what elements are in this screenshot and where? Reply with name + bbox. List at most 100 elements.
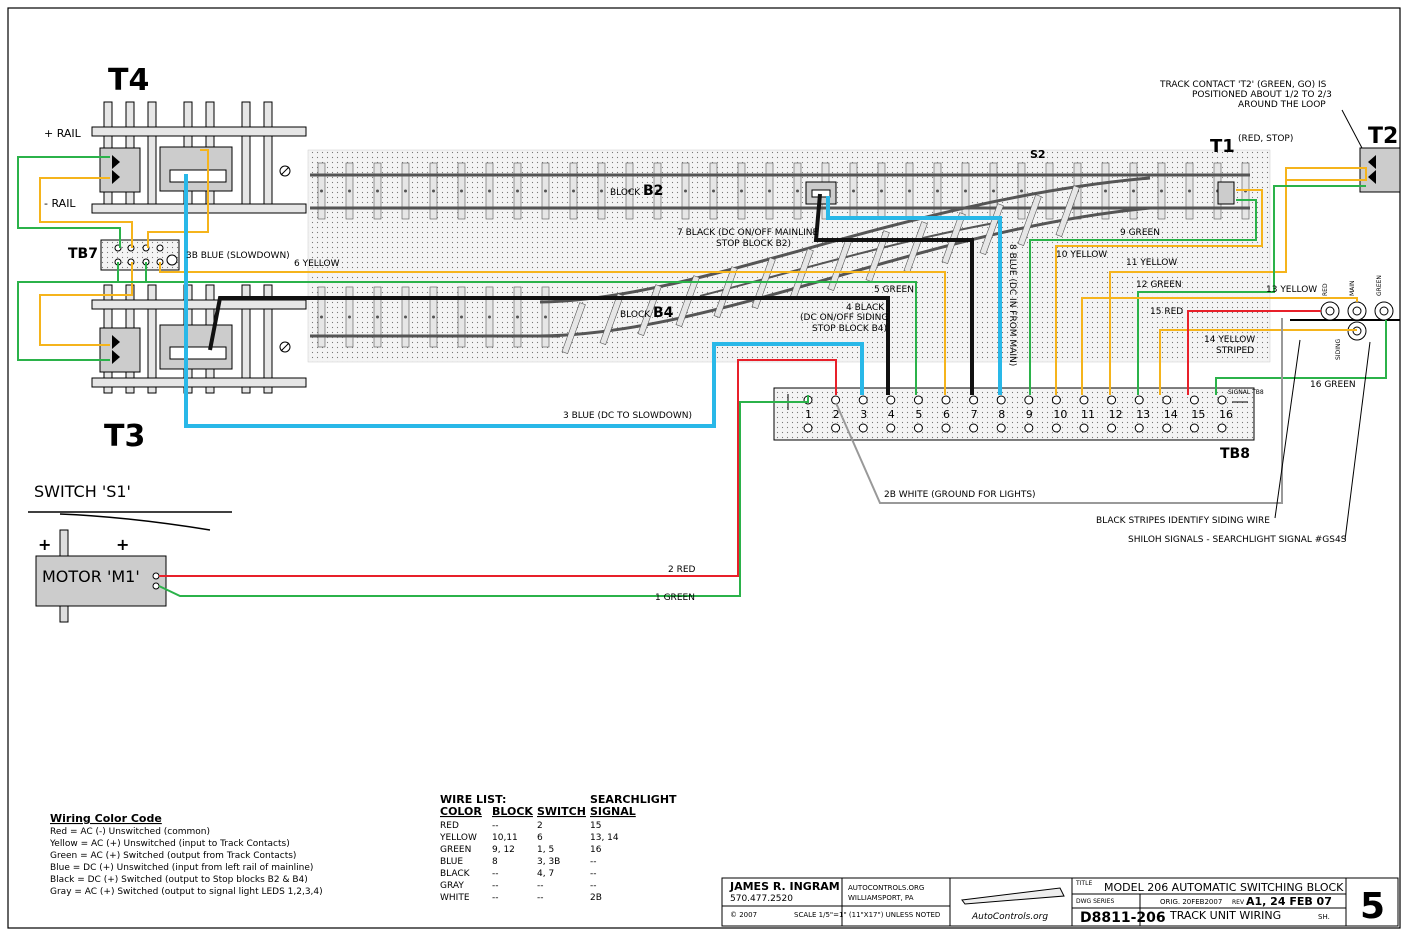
tb8-terminal-number: 4: [888, 408, 895, 421]
wire-list-cell: 1, 5: [537, 845, 554, 855]
wire-14-label-2: STRIPED: [1216, 346, 1254, 356]
tb8-terminal-number: 6: [943, 408, 950, 421]
tie-spike: [404, 189, 407, 193]
tb8-terminal-bottom: [969, 423, 979, 433]
motor-plus-right: +: [116, 535, 129, 554]
tb7-label: TB7: [68, 246, 98, 262]
wire-list-header: BLOCK: [492, 805, 533, 818]
t1-contact: [1217, 181, 1235, 205]
wire-list-cell: 2B: [590, 893, 602, 903]
turnout-s2: [539, 176, 1151, 338]
wire-list-cell: --: [537, 881, 544, 891]
legend-title: Wiring Color Code: [50, 812, 162, 825]
tb8-terminal-bottom: [886, 423, 896, 433]
track-tie: [1055, 185, 1080, 237]
tb8-terminal-top: [1079, 395, 1089, 405]
tie-spike: [376, 189, 379, 193]
wire-list-cell: 9, 12: [492, 845, 515, 855]
tb8-terminal-top: [941, 395, 951, 405]
tb8-terminal-bottom: [1162, 423, 1172, 433]
tb-website: AUTOCONTROLS.ORG: [848, 884, 924, 892]
tb8-terminal-bottom: [1051, 423, 1061, 433]
tb-logo-text: AutoControls.org: [971, 912, 1048, 922]
track-contact-pointer: [1341, 109, 1363, 149]
block-b2-prefix: BLOCK: [610, 188, 641, 198]
t1-label: T1: [1210, 136, 1235, 157]
tb-title-label: TITLE: [1075, 880, 1092, 887]
tie-spike: [908, 189, 911, 193]
tb8-label: TB8: [1220, 446, 1250, 462]
tie-spike: [992, 189, 995, 193]
signal-main-label: MAIN: [1349, 280, 1356, 296]
tb-city: WILLIAMSPORT, PA: [848, 894, 914, 902]
tie-spike: [572, 189, 575, 193]
tie-spike: [600, 189, 603, 193]
switch-s1: [28, 511, 232, 531]
tb8-terminal-number: 2: [833, 408, 840, 421]
wire-4-label-3: STOP BLOCK B4): [812, 324, 887, 334]
wire-list-cell: --: [492, 881, 499, 891]
wire-15-label: 15 RED: [1150, 307, 1183, 317]
legend-line: Blue = DC (+) Unswitched (input from lef…: [50, 863, 313, 873]
tie-spike: [320, 315, 323, 319]
tb8-terminal-number: 11: [1081, 408, 1095, 421]
switch-s1-label: SWITCH 'S1': [34, 482, 131, 501]
minus-rail-label: - RAIL: [44, 197, 76, 210]
tb8-terminal-top: [1024, 395, 1034, 405]
wire-list-cell: --: [492, 893, 499, 903]
wire-list-cell: GRAY: [440, 881, 464, 891]
tb-rev-label: REV: [1232, 899, 1245, 906]
tb-sheet: 5: [1360, 886, 1385, 927]
wire-16-label: 16 GREEN: [1310, 380, 1356, 390]
track-tie: [713, 266, 738, 318]
black-stripes-pointer: [1274, 339, 1301, 519]
t1-note: (RED, STOP): [1238, 134, 1293, 144]
legend-lines: Red = AC (-) Unswitched (common)Yellow =…: [49, 827, 323, 897]
legend-line: Gray = AC (+) Switched (output to signal…: [50, 887, 323, 897]
tb-rev: A1, 24 FEB 07: [1246, 895, 1332, 908]
tb8-terminal-number: 14: [1164, 408, 1178, 421]
drawing-border: [7, 7, 1401, 929]
tie-spike: [320, 189, 323, 193]
tb8-terminal-number: 15: [1191, 408, 1205, 421]
tb8-terminal-bottom: [1024, 423, 1034, 433]
wire-list-cell: --: [537, 893, 544, 903]
wire-3-label: 3 BLUE (DC TO SLOWDOWN): [563, 411, 692, 421]
tie-spike: [1104, 189, 1107, 193]
tb8-terminal-bottom: [1189, 423, 1199, 433]
tb8-terminal-bottom: [1107, 423, 1117, 433]
tie-spike: [1160, 189, 1163, 193]
wire-6-label: 6 YELLOW: [294, 259, 340, 269]
wire-list-cell: 3, 3B: [537, 857, 560, 867]
wire-list-cell: BLUE: [440, 857, 463, 867]
tie-spike: [740, 189, 743, 193]
wire-12-label: 12 GREEN: [1136, 280, 1182, 290]
t4-track-unit: [91, 101, 307, 214]
tie-spike: [348, 315, 351, 319]
tie-spike: [684, 189, 687, 193]
tb8-terminal-top: [1162, 395, 1172, 405]
tie-spike: [628, 189, 631, 193]
wire-8-label: 8 BLUE (DC IN FROM MAIN): [1007, 244, 1017, 366]
tie-spike: [488, 315, 491, 319]
tb8-terminal-top: [886, 395, 896, 405]
tie-spike: [796, 189, 799, 193]
wire-7-label-2: STOP BLOCK B2): [716, 239, 791, 249]
tb8-terminal-top: [1107, 395, 1117, 405]
wire-list-header: SIGNAL: [590, 805, 636, 818]
tb-name: JAMES R. INGRAM: [729, 880, 840, 893]
wire-4-label-1: 4 BLACK: [846, 303, 885, 313]
tb8-terminal-number: 1: [805, 408, 812, 421]
wire-14-label-1: 14 YELLOW: [1204, 335, 1255, 345]
track-tie: [1017, 194, 1042, 246]
legend-line: Yellow = AC (+) Unswitched (input to Tra…: [49, 839, 290, 849]
tb8-terminal-number: 16: [1219, 408, 1233, 421]
track-tie: [865, 230, 890, 282]
tb8-terminal-bottom: [803, 423, 813, 433]
tie-spike: [432, 189, 435, 193]
wire-13-label: 13 YELLOW: [1266, 285, 1317, 295]
tb-dwg-series-label: DWG SERIES: [1076, 898, 1114, 905]
tie-spike: [852, 189, 855, 193]
